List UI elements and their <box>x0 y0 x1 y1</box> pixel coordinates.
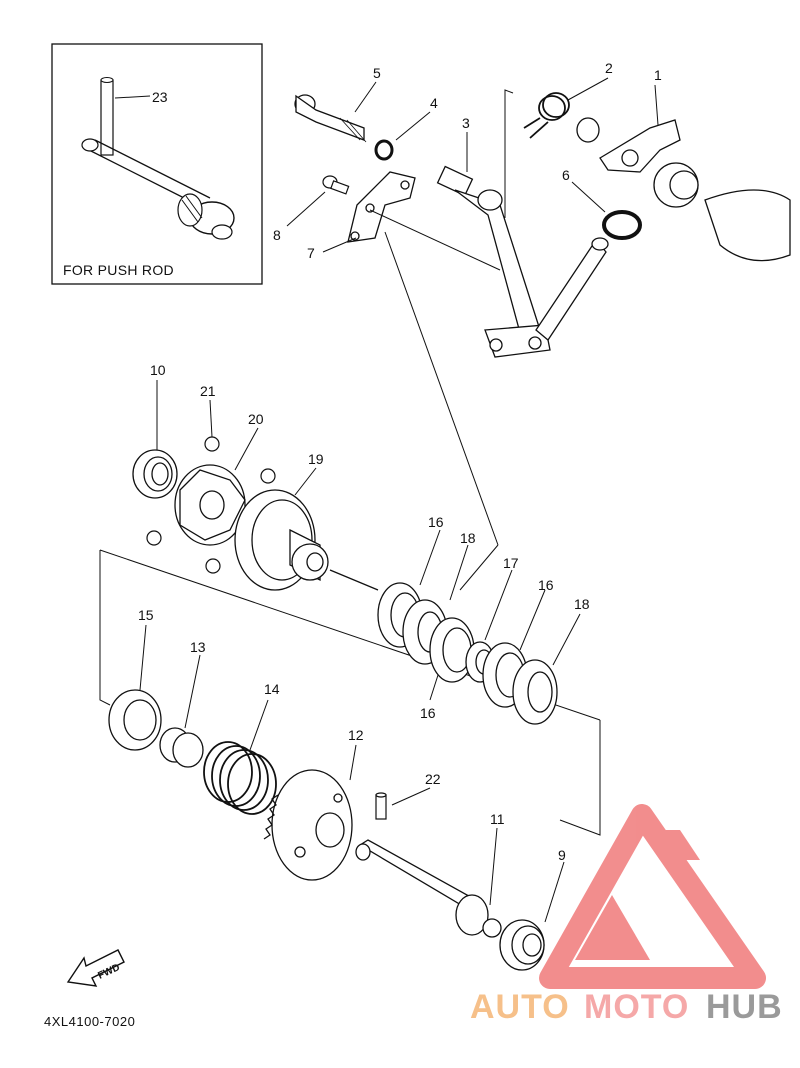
part-2-spring <box>523 92 570 139</box>
part-number: 21 <box>200 383 216 399</box>
part-number: 7 <box>307 245 315 261</box>
part-number: 4 <box>430 95 438 111</box>
part-21-balls <box>146 436 276 574</box>
part-number: 5 <box>373 65 381 81</box>
part-number: 23 <box>152 89 168 105</box>
part-number: 20 <box>248 411 264 427</box>
part-number-labels: 1 2 3 4 5 6 7 8 9 10 11 12 13 14 15 16 1… <box>138 60 662 863</box>
part-22-pin <box>375 792 387 820</box>
diagram-code: 4XL4100-7020 <box>44 1014 135 1029</box>
part-number: 15 <box>138 607 154 623</box>
part-15-cup <box>108 689 162 751</box>
watermark-moto: MOTO <box>584 988 689 1026</box>
part-12-gear <box>263 769 353 881</box>
part-collar <box>576 117 600 143</box>
callout-lines <box>139 77 659 923</box>
part-number: 2 <box>605 60 613 76</box>
part-number: 18 <box>574 596 590 612</box>
part-number: 12 <box>348 727 364 743</box>
part-9-bearing <box>499 919 545 971</box>
automotohub-logo <box>539 804 766 989</box>
part-11-shaft <box>355 839 502 938</box>
part-10-bearing <box>132 449 178 499</box>
part-number: 13 <box>190 639 206 655</box>
part-7-bracket <box>347 171 416 243</box>
lever-shaft <box>535 237 609 341</box>
part-number: 17 <box>503 555 519 571</box>
part-number: 3 <box>462 115 470 131</box>
part-number: 22 <box>425 771 441 787</box>
part-number: 10 <box>150 362 166 378</box>
part-housing <box>653 162 791 262</box>
part-20-retainer <box>174 464 246 546</box>
part-number: 11 <box>490 811 505 827</box>
part-number: 18 <box>460 530 476 546</box>
part-4-washer <box>374 139 394 161</box>
part-number: 14 <box>264 681 280 697</box>
part-14-spring <box>203 741 277 815</box>
friction-stack <box>377 582 558 725</box>
part-1-lever <box>599 119 681 173</box>
part-number: 16 <box>538 577 554 593</box>
part-6-seal <box>602 210 642 240</box>
part-number: 9 <box>558 847 566 863</box>
part-5-bolt <box>294 94 367 143</box>
watermark-auto: AUTO <box>470 988 570 1026</box>
part-number: 19 <box>308 451 324 467</box>
part-13-collar <box>159 727 204 768</box>
part-number: 16 <box>428 514 444 530</box>
part-number: 16 <box>420 705 436 721</box>
part-number: 1 <box>654 67 662 83</box>
inset-label: FOR PUSH ROD <box>63 262 174 278</box>
part-19-disc <box>234 489 379 591</box>
part-3-lever <box>436 165 551 358</box>
part-number: 8 <box>273 227 281 243</box>
fwd-arrow: FWD <box>66 949 125 987</box>
automotohub-watermark: AUTO MOTO HUB <box>470 988 783 1026</box>
push-rod-inset: FOR PUSH ROD <box>51 43 263 285</box>
watermark-hub: HUB <box>706 988 783 1026</box>
part-8-screw <box>322 175 350 195</box>
part-number: 6 <box>562 167 570 183</box>
